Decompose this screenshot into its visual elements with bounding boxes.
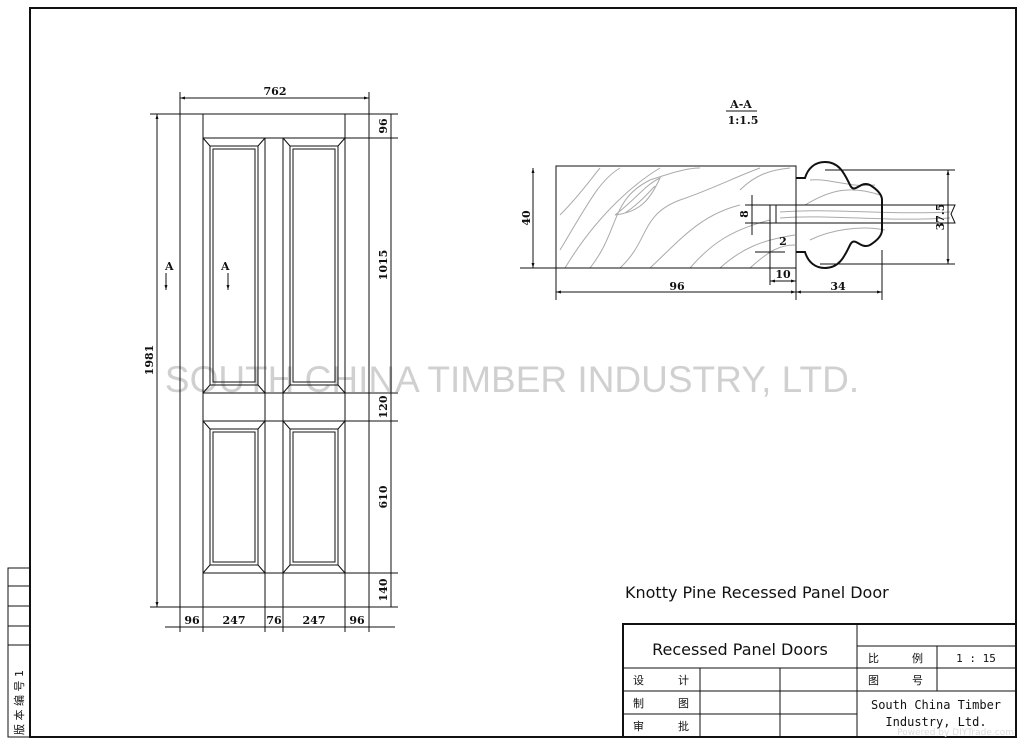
scale-label-2: 例 [912,651,923,665]
section-marker-left: A [164,260,174,273]
drawing-frame [29,7,1017,738]
company-line-1: South China Timber [871,698,1001,712]
drawing-no-label-2: 号 [912,674,923,687]
dim-lower-panel: 610 [377,485,390,508]
section-marker-center: A [220,260,230,273]
title-block: Recessed Panel Doors 比 例 1 : 15 图 号 设 计 … [622,623,1017,738]
powered-by-watermark: Powered by DIYTrade.com [897,728,1014,738]
draft-label-1: 制 [633,697,644,710]
draft-label-2: 图 [678,697,689,710]
dim-profile: 34 [830,280,846,293]
dim-gap: 2 [779,235,787,248]
dim-height: 1981 [143,345,156,376]
scale-label-1: 比 [868,652,879,665]
dim-left-panel: 247 [223,614,246,627]
section-scale: 1:1.5 [728,114,759,127]
panel-upper-left [202,137,266,394]
wood-grain [559,167,951,269]
dim-mullion: 76 [266,614,282,627]
dim-lock-rail: 120 [377,395,390,418]
panel-lower-right [282,420,346,574]
door-elevation: A A [164,113,370,608]
design-label-2: 计 [678,674,689,687]
dim-depth: 10 [775,268,791,281]
approve-label-2: 批 [678,719,689,733]
design-label-1: 设 [633,674,644,687]
dim-width: 762 [264,85,287,98]
side-strip: 版 本 编 号 1 [7,567,31,738]
dim-right-stile: 96 [349,614,365,627]
section-title: A-A [729,98,752,111]
dim-upper-panel: 1015 [377,250,390,281]
drawing-title: Knotty Pine Recessed Panel Door [625,583,889,602]
scale-value: 1 : 15 [956,652,996,665]
drawing-no-label-1: 图 [868,674,879,687]
company-line-2: Industry, Ltd. [885,715,986,729]
title-block-name: Recessed Panel Doors [652,640,828,659]
dim-right-panel: 247 [303,614,326,627]
dim-left-stile: 96 [184,614,200,627]
panel-upper-right [282,137,346,394]
version-label: 版 本 编 号 1 [12,670,26,735]
door-dimensions: 762 1981 96 1015 120 610 140 96 247 76 2… [143,85,398,632]
panel-lower-left [202,420,266,574]
approve-label-1: 审 [633,719,644,733]
dim-bottom-rail: 140 [377,578,390,601]
section-view: A-A 1:1.5 40 8 2 10 96 34 37.5 [520,98,956,300]
dim-stile: 96 [669,280,685,293]
watermark: SOUTH CHINA TIMBER INDUSTRY, LTD. [165,359,859,400]
dim-top-rail: 96 [377,118,390,134]
dim-groove: 8 [738,210,751,218]
dim-thickness: 40 [520,210,533,226]
dim-panel: 37.5 [934,204,947,231]
